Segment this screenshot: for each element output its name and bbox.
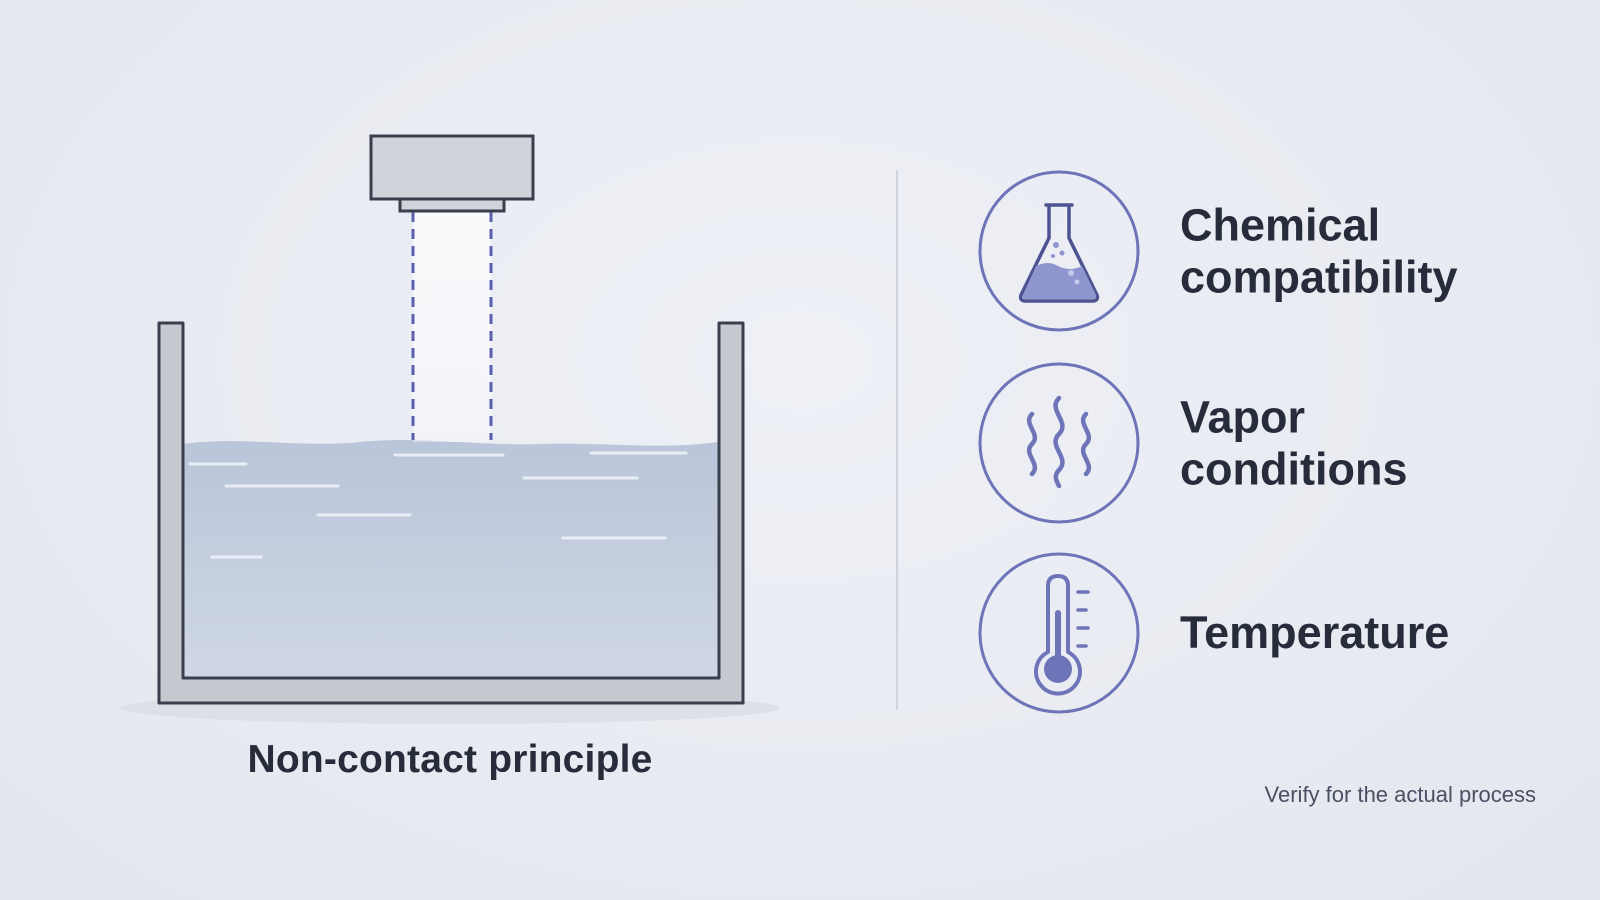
divider	[896, 170, 898, 710]
factor-label-line: Chemical	[1180, 199, 1381, 251]
flask-icon	[978, 170, 1140, 332]
tank	[157, 321, 745, 705]
liquid-highlights	[188, 451, 688, 559]
factor-temperature: Temperature	[978, 552, 1538, 714]
factor-label: Vapor conditions	[1180, 391, 1407, 495]
thermometer-icon	[978, 552, 1140, 714]
factor-label: Temperature	[1180, 607, 1449, 659]
factor-vapor-conditions: Vapor conditions	[978, 362, 1538, 524]
factor-label: Chemical compatibility	[1180, 199, 1458, 303]
vapor-icon	[978, 362, 1140, 524]
sensor-beam	[413, 210, 491, 442]
diagram-caption: Non-contact principle	[247, 738, 653, 781]
liquid	[183, 440, 718, 678]
verification-note: Verify for the actual process	[1264, 782, 1536, 807]
factor-label-line: Vapor	[1180, 391, 1306, 443]
sensor	[369, 134, 535, 213]
factor-label-line: Temperature	[1180, 607, 1450, 659]
factor-chemical-compatibility: Chemical compatibility	[978, 170, 1538, 332]
factor-label-line: compatibility	[1180, 251, 1458, 302]
factor-label-line: conditions	[1180, 443, 1408, 494]
